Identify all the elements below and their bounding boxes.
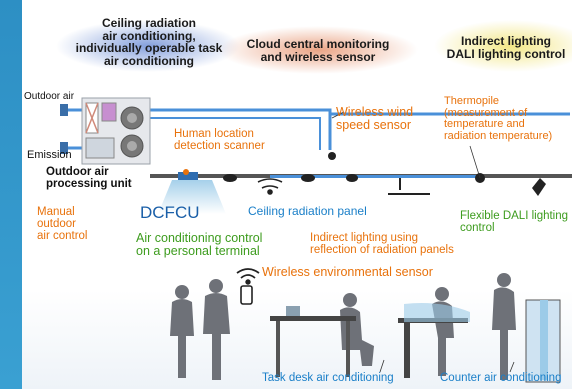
label-manual-outdoor-air-control: Manual outdoor air control [37, 206, 88, 243]
wireless-waves-icon [257, 178, 283, 195]
duct-network [68, 108, 570, 150]
wifi-icon [236, 268, 260, 285]
dcfcu-airflow [158, 180, 226, 214]
label-outdoor-air: Outdoor air [24, 91, 75, 102]
label-indirect-lighting: Indirect lighting using reflection of ra… [310, 232, 454, 257]
label-task-desk-air-conditioning: Task desk air conditioning [262, 372, 394, 384]
ceiling-radiation-panel-bar [270, 175, 482, 178]
label-wireless-environmental-sensor: Wireless environmental sensor [262, 265, 433, 279]
header-glow-ceiling [56, 20, 240, 72]
human-scanner-dot [183, 169, 189, 175]
label-wireless-wind-speed-sensor: Wireless wind speed sensor [336, 105, 414, 133]
phone-icon [240, 285, 253, 305]
outdoor-air-processing-unit [81, 97, 151, 165]
header-glow-lighting [434, 20, 572, 72]
header-ceiling-radiation: Ceiling radiation air conditioning, indi… [75, 16, 223, 68]
label-thermopile: Thermopile (measurement of temperature a… [444, 95, 553, 142]
label-human-location-scanner: Human location detection scanner [174, 128, 265, 153]
header-cloud-monitoring: Cloud central monitoring and wireless se… [246, 37, 390, 64]
label-flexible-dali: Flexible DALI lighting control [460, 210, 569, 235]
outdoor-air-inlet [60, 104, 68, 116]
left-accent-stripe [0, 0, 22, 389]
label-emission: Emission [27, 149, 72, 161]
counter [525, 299, 561, 383]
label-ceiling-radiation-panel: Ceiling radiation panel [248, 204, 367, 218]
emission-outlet [60, 142, 68, 154]
label-counter-air-conditioning: Counter air conditioning [440, 372, 562, 384]
label-personal-terminal-control: Air conditioning control on a personal t… [136, 231, 263, 259]
leader-lines [331, 111, 515, 373]
ceiling-devices [178, 152, 546, 196]
label-dcfcu: DCFCU [140, 203, 200, 222]
header-glow-cloud [218, 26, 418, 74]
label-outdoor-air-processing-unit: Outdoor air processing unit [46, 166, 132, 191]
wind-sensor-dot [328, 152, 336, 160]
header-indirect-lighting: Indirect lighting DALI lighting control [446, 34, 566, 61]
task-desk-airflow [404, 303, 470, 322]
